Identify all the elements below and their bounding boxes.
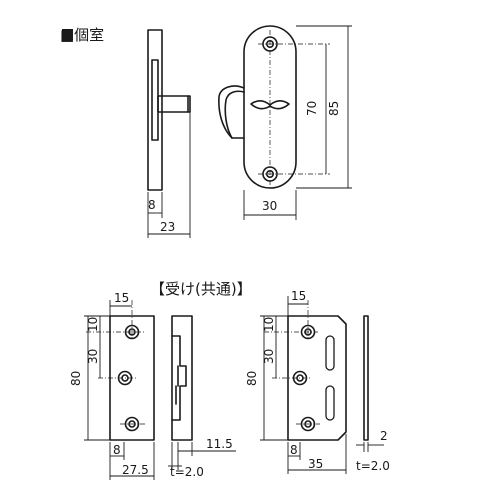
dim-r2-top-10: 10 [262, 317, 276, 332]
latch-front-view [218, 25, 352, 220]
dim-r2-pitch-30: 30 [262, 349, 276, 364]
receiver-title: 【受け(共通)】 [150, 280, 252, 298]
dim-r1-base-27-5: 27.5 [122, 463, 149, 477]
dim-r2-width-15: 15 [291, 289, 306, 303]
dim-r2-height-80: 80 [245, 371, 259, 386]
dim-r1-side-11-5: 11.5 [206, 437, 233, 451]
receiver-a-side-view [168, 315, 236, 470]
dim-width-30: 30 [262, 199, 277, 213]
dim-r2-thickness: t=2.0 [356, 459, 390, 473]
latch-side-view [147, 29, 191, 238]
dim-r2-base-35: 35 [308, 457, 323, 471]
title-square-icon [62, 29, 73, 40]
dim-thickness-8: 8 [148, 198, 156, 212]
dim-r1-height-80: 80 [69, 371, 83, 386]
dim-r1-pitch-30: 30 [86, 349, 100, 364]
dim-height-85: 85 [327, 101, 341, 116]
unit-title: ■個室 [60, 26, 104, 44]
receiver-b-side-view [356, 315, 384, 452]
dim-r1-top-10: 10 [86, 317, 100, 332]
dim-hole-pitch-70: 70 [305, 101, 319, 116]
receiver-b-front-view [260, 296, 347, 474]
dim-r2-side-2: 2 [380, 429, 388, 443]
dim-r1-width-15: 15 [114, 291, 129, 305]
dim-r2-bottom-8: 8 [290, 443, 298, 457]
dim-r1-bottom-8: 8 [113, 443, 121, 457]
dim-depth-23: 23 [160, 220, 175, 234]
receiver-a-front-view [84, 300, 155, 480]
dim-r1-thickness: t=2.0 [170, 465, 204, 479]
